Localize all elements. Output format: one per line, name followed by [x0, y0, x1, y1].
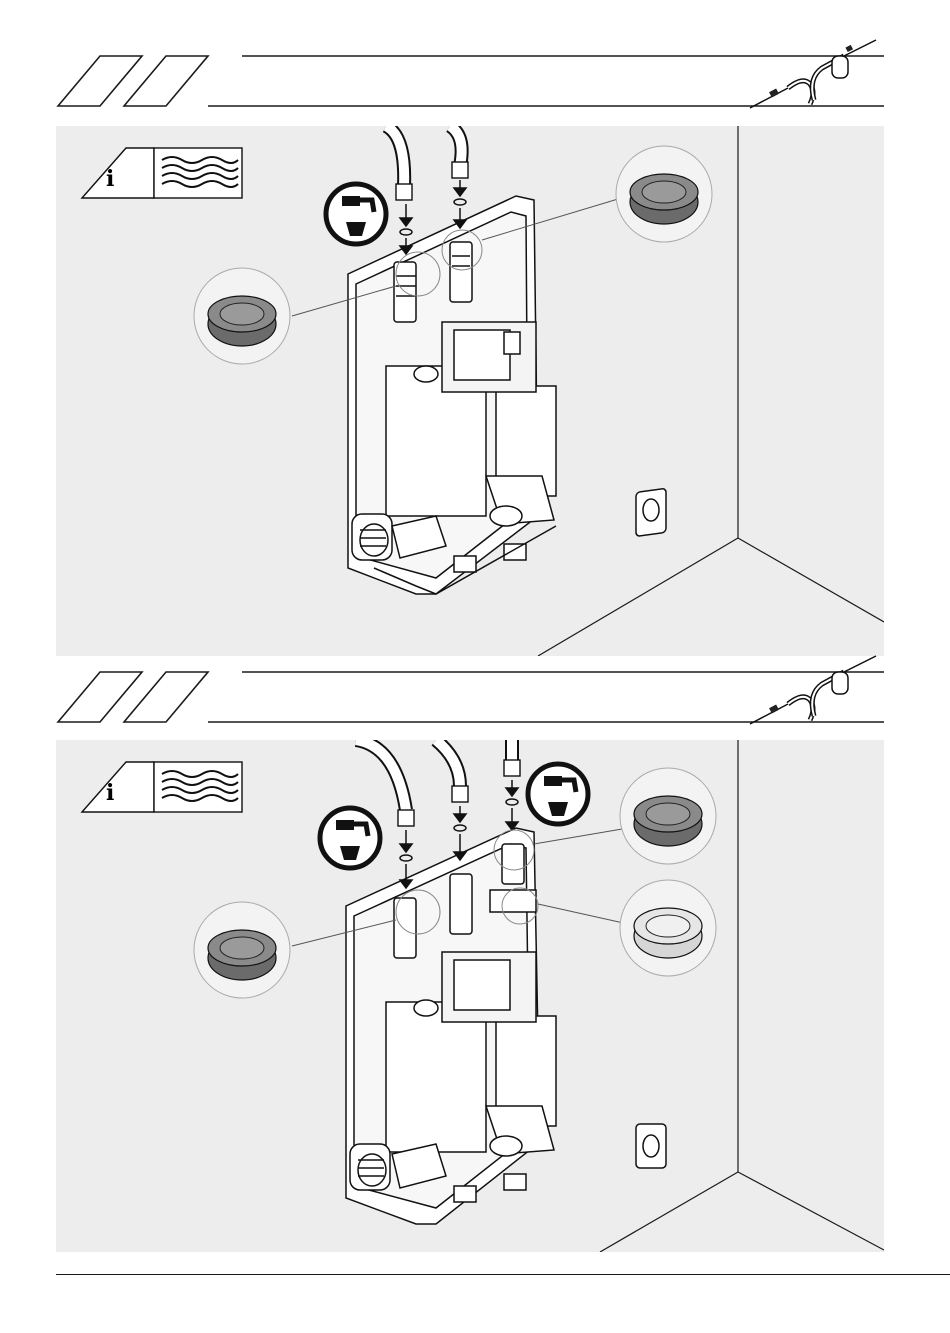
footer-rule — [56, 1274, 950, 1275]
braided-hoses — [356, 740, 520, 826]
step-2-illustration — [56, 740, 884, 1252]
seal-gasket-icon — [194, 902, 290, 998]
seal-gasket-icon — [194, 268, 290, 364]
info-symbol: i — [106, 166, 114, 192]
seal-gasket-light-icon — [620, 880, 716, 976]
wall-fitting-icon — [636, 1124, 666, 1168]
step-1-pipe-kit-icon — [748, 38, 878, 114]
wall-fitting-icon — [636, 488, 666, 536]
info-triangle-icon — [82, 148, 154, 198]
info-box: i — [80, 146, 244, 200]
step-2-pipe-kit-icon — [748, 654, 878, 730]
info-triangle-icon — [82, 762, 154, 812]
seal-gasket-icon-top — [616, 146, 712, 242]
seal-gasket-icon-top — [620, 768, 716, 864]
tap-water-icon-right — [528, 764, 588, 824]
info-symbol: i — [106, 780, 114, 806]
tap-water-icon — [326, 184, 386, 244]
step-1-panel: i — [56, 126, 884, 656]
info-box: i — [80, 760, 244, 814]
tap-water-icon — [320, 808, 380, 868]
step-2-panel: i — [56, 740, 884, 1252]
step-1-illustration — [56, 126, 884, 656]
